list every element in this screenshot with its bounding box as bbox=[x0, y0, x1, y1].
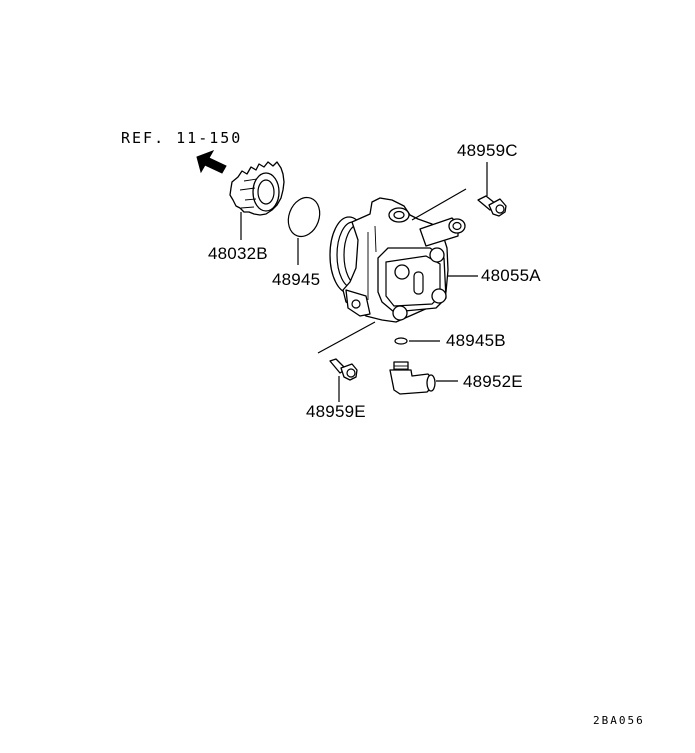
bolt-48959e[interactable] bbox=[329, 358, 358, 381]
fitting-48952e[interactable] bbox=[389, 361, 436, 395]
label-48945b: 48945B bbox=[446, 331, 506, 350]
oring-small-48945b[interactable] bbox=[394, 337, 408, 345]
reference-arrow bbox=[196, 150, 227, 174]
gear-48032b[interactable] bbox=[229, 161, 285, 216]
label-48952e: 48952E bbox=[463, 372, 523, 391]
bolt-48959c[interactable] bbox=[477, 195, 507, 217]
label-48055a: 48055A bbox=[481, 266, 541, 285]
oring-large-48945[interactable] bbox=[283, 193, 325, 241]
label-48959c: 48959C bbox=[457, 141, 518, 160]
label-48945: 48945 bbox=[272, 270, 321, 289]
label-48032b: 48032B bbox=[208, 244, 268, 263]
align-line-bottom bbox=[317, 321, 376, 354]
align-line-top bbox=[411, 188, 467, 221]
drawing-code: 2BA056 bbox=[593, 714, 645, 727]
label-48959e: 48959E bbox=[306, 402, 366, 421]
power-steering-pump-48055a[interactable] bbox=[329, 197, 466, 323]
reference-label: REF. 11-150 bbox=[121, 129, 243, 147]
